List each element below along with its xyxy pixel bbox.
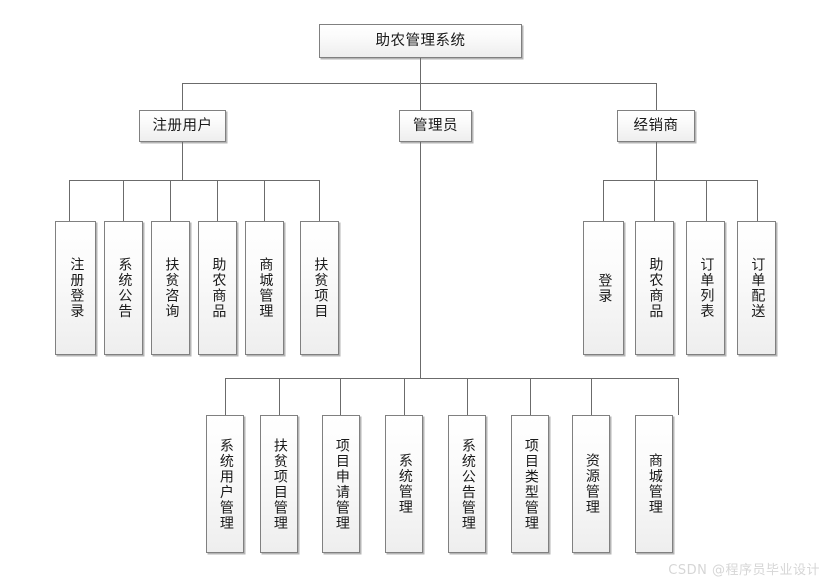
node-project-apply-manage[interactable]: 项目申请管理 [322, 415, 360, 553]
node-farm-product[interactable]: 助农商品 [198, 221, 237, 355]
node-order-delivery-label: 订单配送 [749, 257, 766, 319]
node-poverty-project-label: 扶贫项目 [312, 257, 329, 319]
watermark: CSDN @程序员毕业设计 [668, 563, 820, 578]
edge-drop-project-type-manage [530, 378, 531, 415]
node-system-announcement-label: 系统公告 [116, 257, 133, 319]
edge-drop-system-user-manage [225, 378, 226, 415]
node-register-login[interactable]: 注册登录 [55, 221, 96, 355]
node-order-delivery[interactable]: 订单配送 [737, 221, 776, 355]
edge-registered-user-bus [69, 180, 319, 181]
node-system-announcement-manage-label: 系统公告管理 [459, 437, 476, 531]
edge-drop-order-list [706, 180, 707, 221]
node-registered-user[interactable]: 注册用户 [139, 110, 226, 142]
node-distributor[interactable]: 经销商 [617, 110, 695, 142]
node-poverty-project-manage[interactable]: 扶贫项目管理 [260, 415, 298, 553]
node-resource-manage[interactable]: 资源管理 [572, 415, 610, 553]
node-root[interactable]: 助农管理系统 [319, 24, 522, 58]
node-system-announcement[interactable]: 系统公告 [104, 221, 143, 355]
edge-drop-distributor [656, 83, 657, 110]
node-mall-manage-admin[interactable]: 商城管理 [635, 415, 673, 553]
node-farm-product-dist-label: 助农商品 [647, 257, 664, 319]
edge-drop-administrator [420, 83, 421, 110]
node-login[interactable]: 登录 [583, 221, 624, 355]
node-project-type-manage[interactable]: 项目类型管理 [511, 415, 549, 553]
node-poverty-project-manage-label: 扶贫项目管理 [271, 437, 288, 531]
edge-drop-mall-manage-admin [678, 378, 679, 415]
node-mall-manage-label: 商城管理 [257, 257, 274, 319]
edge-drop-poverty-project [319, 180, 320, 221]
edge-top-bus [182, 83, 656, 84]
edge-drop-order-delivery [757, 180, 758, 221]
node-system-user-manage[interactable]: 系统用户管理 [206, 415, 244, 553]
edge-drop-system-announcement-manage [467, 378, 468, 415]
edge-drop-register-login [69, 180, 70, 221]
edge-administrator-spine [420, 142, 421, 378]
edge-distributor-bus [603, 180, 757, 181]
node-poverty-consult-label: 扶贫咨询 [163, 257, 180, 319]
edge-drop-login [603, 180, 604, 221]
edge-drop-poverty-project-manage [279, 378, 280, 415]
edge-distributor-stem [656, 142, 657, 180]
node-project-type-manage-label: 项目类型管理 [522, 437, 539, 531]
node-registered-user-label: 注册用户 [152, 117, 213, 134]
edge-drop-system-announcement [123, 180, 124, 221]
node-system-user-manage-label: 系统用户管理 [217, 437, 234, 531]
node-administrator-label: 管理员 [413, 117, 458, 134]
edge-root-stem [420, 58, 421, 83]
node-order-list-label: 订单列表 [698, 257, 715, 319]
node-distributor-label: 经销商 [633, 117, 679, 134]
edge-drop-farm-product [217, 180, 218, 221]
edge-drop-resource-manage [591, 378, 592, 415]
edge-administrator-bus [225, 378, 678, 379]
node-root-label: 助农管理系统 [375, 32, 466, 49]
edge-drop-mall-manage [264, 180, 265, 221]
edge-drop-system-manage [404, 378, 405, 415]
node-system-announcement-manage[interactable]: 系统公告管理 [448, 415, 486, 553]
node-system-manage[interactable]: 系统管理 [385, 415, 423, 553]
node-mall-manage-admin-label: 商城管理 [646, 453, 663, 515]
node-login-label: 登录 [596, 272, 613, 304]
edge-drop-registered-user [182, 83, 183, 110]
node-project-apply-manage-label: 项目申请管理 [333, 437, 350, 531]
node-administrator[interactable]: 管理员 [399, 110, 472, 142]
node-resource-manage-label: 资源管理 [583, 453, 600, 515]
node-farm-product-dist[interactable]: 助农商品 [635, 221, 674, 355]
node-system-manage-label: 系统管理 [396, 453, 413, 515]
node-farm-product-label: 助农商品 [210, 257, 227, 319]
node-poverty-consult[interactable]: 扶贫咨询 [151, 221, 190, 355]
edge-drop-poverty-consult [170, 180, 171, 221]
edge-registered-user-stem [182, 142, 183, 180]
edge-drop-farm-product-dist [654, 180, 655, 221]
edge-drop-project-apply-manage [340, 378, 341, 415]
node-register-login-label: 注册登录 [68, 257, 85, 319]
node-mall-manage[interactable]: 商城管理 [245, 221, 284, 355]
node-poverty-project[interactable]: 扶贫项目 [300, 221, 339, 355]
node-order-list[interactable]: 订单列表 [686, 221, 725, 355]
